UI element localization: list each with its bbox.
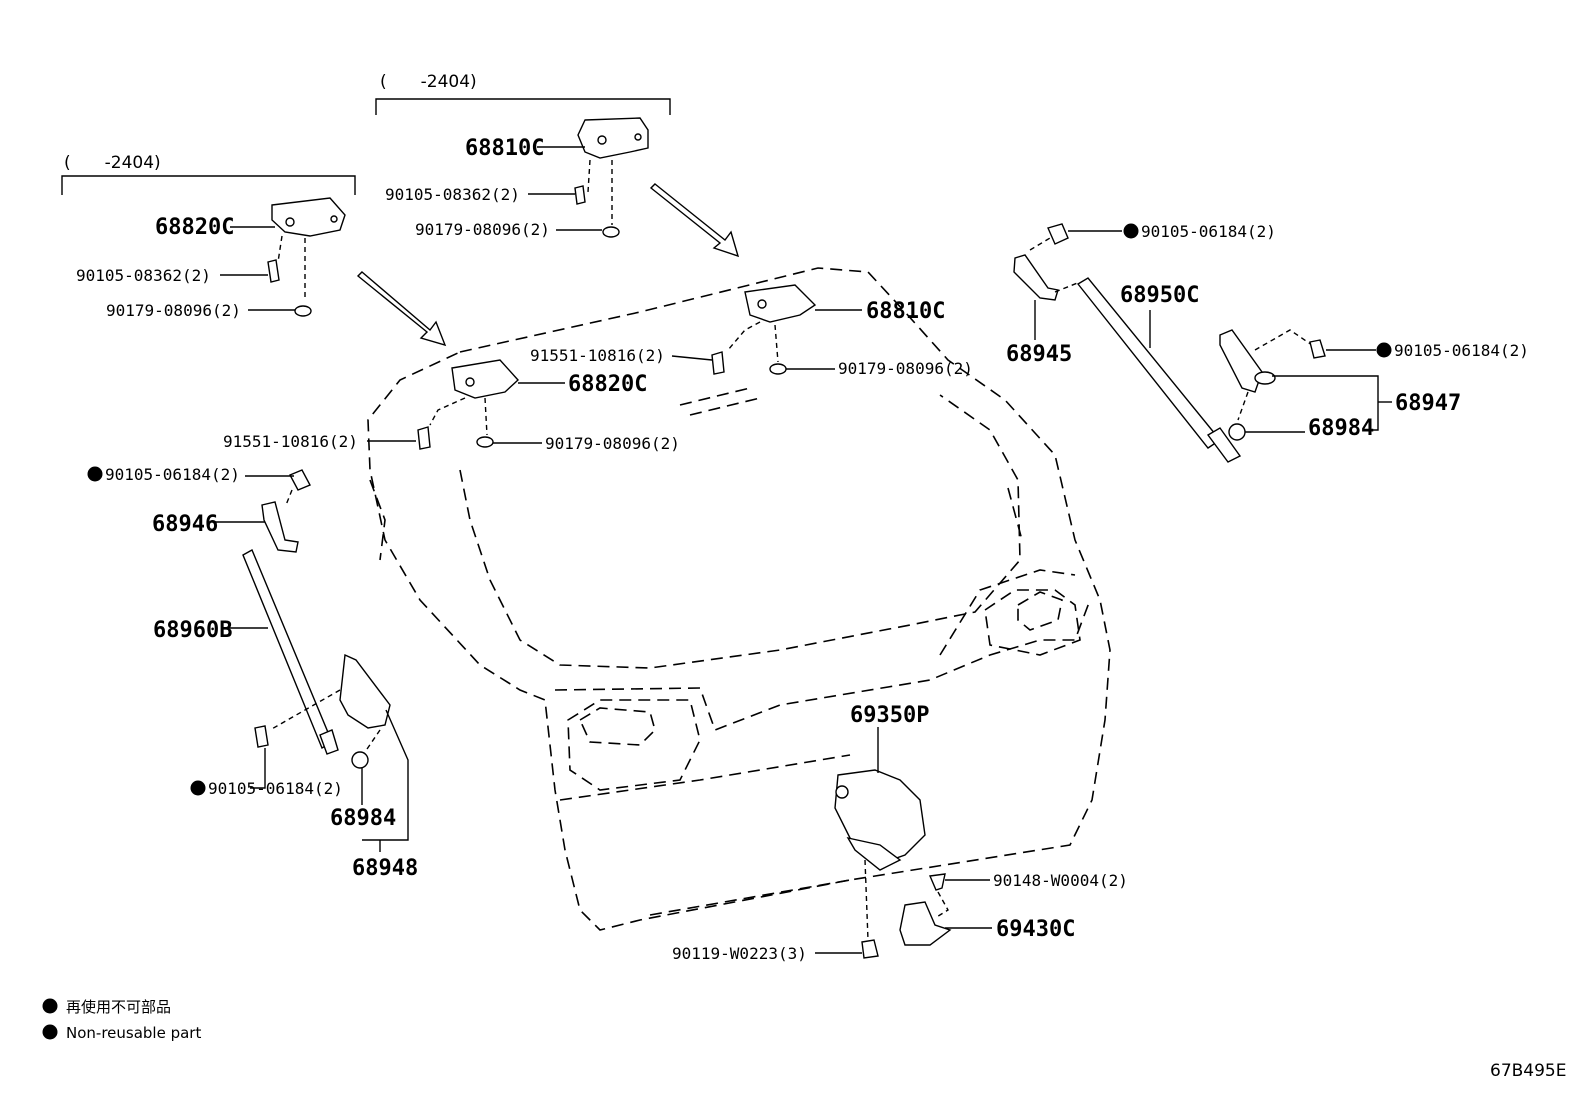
- part-label-90179-08096-mid-right: 90179-08096(2): [838, 359, 973, 378]
- hinge-68820c-left: [267, 197, 346, 317]
- arrow-right-hinge: [649, 183, 740, 258]
- part-label-91551-10816-upper: 91551-10816(2): [530, 346, 665, 365]
- part-label-68810c-right: 68810C: [866, 299, 945, 324]
- part-label-69350p: 69350P: [850, 703, 929, 728]
- part-label-90105-08362-top: 90105-08362(2): [385, 185, 520, 204]
- range-label-left: ( -2404): [64, 153, 161, 173]
- damper-stay-68960b: [242, 469, 391, 769]
- part-label-68947: 68947: [1395, 391, 1461, 416]
- part-label-68984-right: 68984: [1308, 416, 1374, 441]
- damper-stay-68950c: [1013, 223, 1326, 463]
- part-label-68820c-left: 68820C: [155, 215, 234, 240]
- range-label-top: ( -2404): [380, 72, 477, 92]
- part-label-68810c-top: 68810C: [465, 136, 544, 161]
- striker-69430c: [899, 873, 952, 946]
- part-label-68820c-mid: 68820C: [568, 372, 647, 397]
- part-label-90105-06184-right: 90105-06184(2): [1394, 341, 1529, 360]
- part-label-91551-10816-lower: 91551-10816(2): [223, 432, 358, 451]
- hinge-68810c-top: [574, 117, 649, 238]
- non-reusable-markers: [42, 223, 1392, 1040]
- part-label-68950c: 68950C: [1120, 283, 1199, 308]
- hinge-68810c-right: [711, 284, 817, 375]
- hinge-68820c-center: [417, 359, 519, 450]
- part-label-90179-08096-left: 90179-08096(2): [106, 301, 241, 320]
- diagram-code: 67B495E: [1490, 1061, 1566, 1081]
- part-label-68946: 68946: [152, 512, 218, 537]
- door-lock-69350p: [834, 769, 926, 959]
- part-label-90179-08096-mid-left: 90179-08096(2): [545, 434, 680, 453]
- part-label-90179-08096-top: 90179-08096(2): [415, 220, 550, 239]
- leader-lines: [215, 146, 1392, 954]
- back-door-outline: [367, 267, 1111, 931]
- part-label-69430c: 69430C: [996, 917, 1075, 942]
- part-label-90105-06184-top-right: 90105-06184(2): [1141, 222, 1276, 241]
- part-label-90148-w0004: 90148-W0004(2): [993, 871, 1128, 890]
- part-label-68984-left: 68984: [330, 806, 396, 831]
- part-label-90105-08362-left: 90105-08362(2): [76, 266, 211, 285]
- part-label-68960b: 68960B: [153, 618, 232, 643]
- part-label-90119-w0223: 90119-W0223(3): [672, 944, 807, 963]
- part-label-90105-06184-left: 90105-06184(2): [105, 465, 240, 484]
- part-label-90105-06184-bottom-left: 90105-06184(2): [208, 779, 343, 798]
- part-label-68945: 68945: [1006, 342, 1072, 367]
- legend-text-japanese: 再使用不可部品: [66, 998, 171, 1016]
- arrow-left-hinge: [356, 271, 447, 347]
- range-bracket-top: [375, 98, 671, 115]
- part-label-68948: 68948: [352, 856, 418, 881]
- range-bracket-left: [61, 175, 356, 195]
- legend-text-english: Non-reusable part: [66, 1024, 201, 1042]
